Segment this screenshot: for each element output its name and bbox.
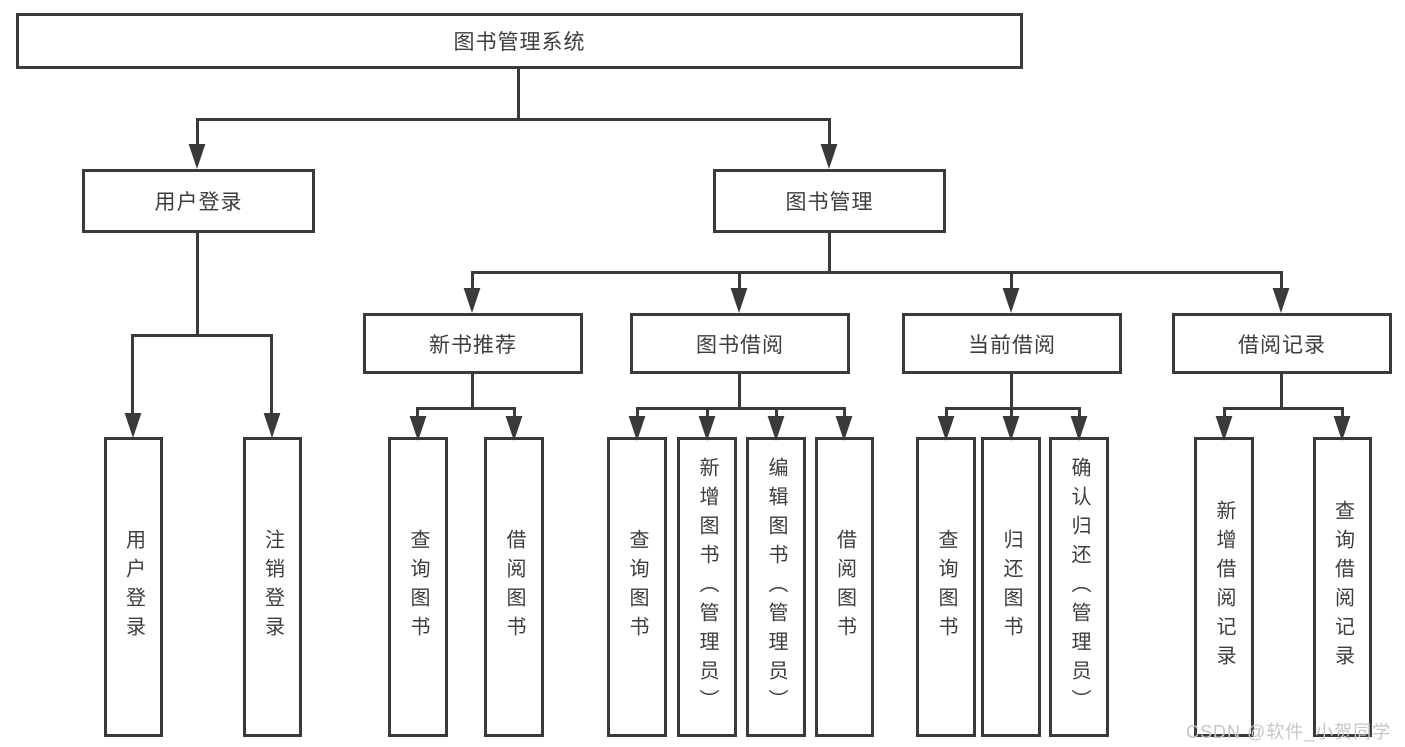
leaf-user-login-label: 用户登录 [122,529,145,645]
node-current-borrow: 当前借阅 [902,313,1122,374]
node-current-borrow-label: 当前借阅 [968,333,1056,357]
leaf-cb-return-book-label: 归还图书 [1000,529,1022,645]
connector-leaf-drop [945,407,948,422]
node-user-login: 用户登录 [82,169,315,233]
leaf-nb-borrow-book-label: 借阅图书 [503,529,525,645]
leaf-bb-query-book: 查询图书 [607,437,667,737]
connector-level3-drop [471,271,474,295]
leaf-bb-borrow-book: 借阅图书 [815,437,874,737]
connector-borrow-record-stub [1280,374,1283,410]
node-book-borrow: 图书借阅 [630,313,850,374]
leaf-bb-add-book-admin: 新增图书（管理员） [677,437,737,737]
leaf-nb-borrow-book: 借阅图书 [484,437,544,737]
connector-leaf-drop [270,334,273,418]
node-book-borrow-label: 图书借阅 [696,333,784,357]
leaf-bb-edit-book-admin: 编辑图书（管理员） [746,437,806,737]
connector-leaf-drop [131,334,134,418]
connector-new-book-rail [416,407,516,410]
connector-new-book-stub [471,374,474,410]
node-book-management: 图书管理 [713,169,946,233]
leaf-cb-confirm-return-admin-label: 确认归还（管理员） [1068,456,1090,718]
connector-current-borrow-stub [1010,374,1013,410]
leaf-nb-query-book-label: 查询图书 [407,529,429,645]
connector-borrow-record-rail [1223,407,1344,410]
connector-leaf-drop [1223,407,1226,422]
leaf-nb-query-book: 查询图书 [388,437,448,737]
connector-level3-drop [1010,271,1013,295]
leaf-logout-label: 注销登录 [261,529,284,645]
connector-level3-rail [471,271,1283,274]
node-borrow-record: 借阅记录 [1172,313,1392,374]
connector-user-login-stub [196,233,199,337]
leaf-br-query-record: 查询借阅记录 [1313,437,1372,737]
connector-book-mgmt-drop [828,118,831,150]
node-root: 图书管理系统 [16,13,1023,69]
node-new-book-recommend: 新书推荐 [363,313,583,374]
leaf-cb-query-book-label: 查询图书 [935,529,957,645]
connector-leaf-drop [1078,407,1081,422]
connector-leaf-drop [1010,407,1013,422]
connector-user-login-drop [196,118,199,150]
connector-leaf-drop [636,407,639,422]
connector-leaf-drop [513,407,516,422]
connector-leaf-drop [416,407,419,422]
node-user-login-label: 用户登录 [154,191,243,214]
leaf-bb-edit-book-admin-label: 编辑图书（管理员） [765,456,787,718]
arrow-down-icon [1002,288,1020,313]
arrow-down-icon [820,144,838,169]
leaf-logout: 注销登录 [243,437,302,737]
connector-level2-rail [196,118,831,121]
arrow-down-icon [730,288,748,313]
connector-level3-drop [738,271,741,295]
leaf-cb-return-book: 归还图书 [981,437,1041,737]
node-new-book-recommend-label: 新书推荐 [429,333,517,357]
connector-leaf-drop [1341,407,1344,422]
arrow-down-icon [1272,288,1290,313]
leaf-bb-add-book-admin-label: 新增图书（管理员） [696,456,718,718]
leaf-user-login: 用户登录 [104,437,163,737]
arrow-down-icon [188,144,206,169]
leaf-br-add-record: 新增借阅记录 [1194,437,1254,737]
connector-user-login-rail [131,334,273,337]
connector-current-borrow-rail [945,407,1081,410]
connector-book-borrow-stub [738,374,741,410]
connector-book-mgmt-stub [828,233,831,274]
leaf-br-query-record-label: 查询借阅记录 [1331,500,1354,674]
connector-leaf-drop [706,407,709,422]
leaf-br-add-record-label: 新增借阅记录 [1213,500,1235,674]
leaf-cb-query-book: 查询图书 [916,437,976,737]
connector-level3-drop [1280,271,1283,295]
node-root-label: 图书管理系统 [453,31,586,54]
watermark: CSDN @软件_小贺同学 [1186,722,1392,742]
arrow-down-icon [124,413,142,438]
leaf-bb-query-book-label: 查询图书 [626,529,648,645]
connector-root-stub [517,69,520,121]
node-book-management-label: 图书管理 [785,191,874,214]
arrow-down-icon [263,413,281,438]
leaf-bb-borrow-book-label: 借阅图书 [833,529,856,645]
leaf-cb-confirm-return-admin: 确认归还（管理员） [1049,437,1109,737]
arrow-down-icon [463,288,481,313]
connector-book-borrow-rail [636,407,846,410]
connector-leaf-drop [843,407,846,422]
connector-leaf-drop [775,407,778,422]
node-borrow-record-label: 借阅记录 [1238,333,1326,357]
